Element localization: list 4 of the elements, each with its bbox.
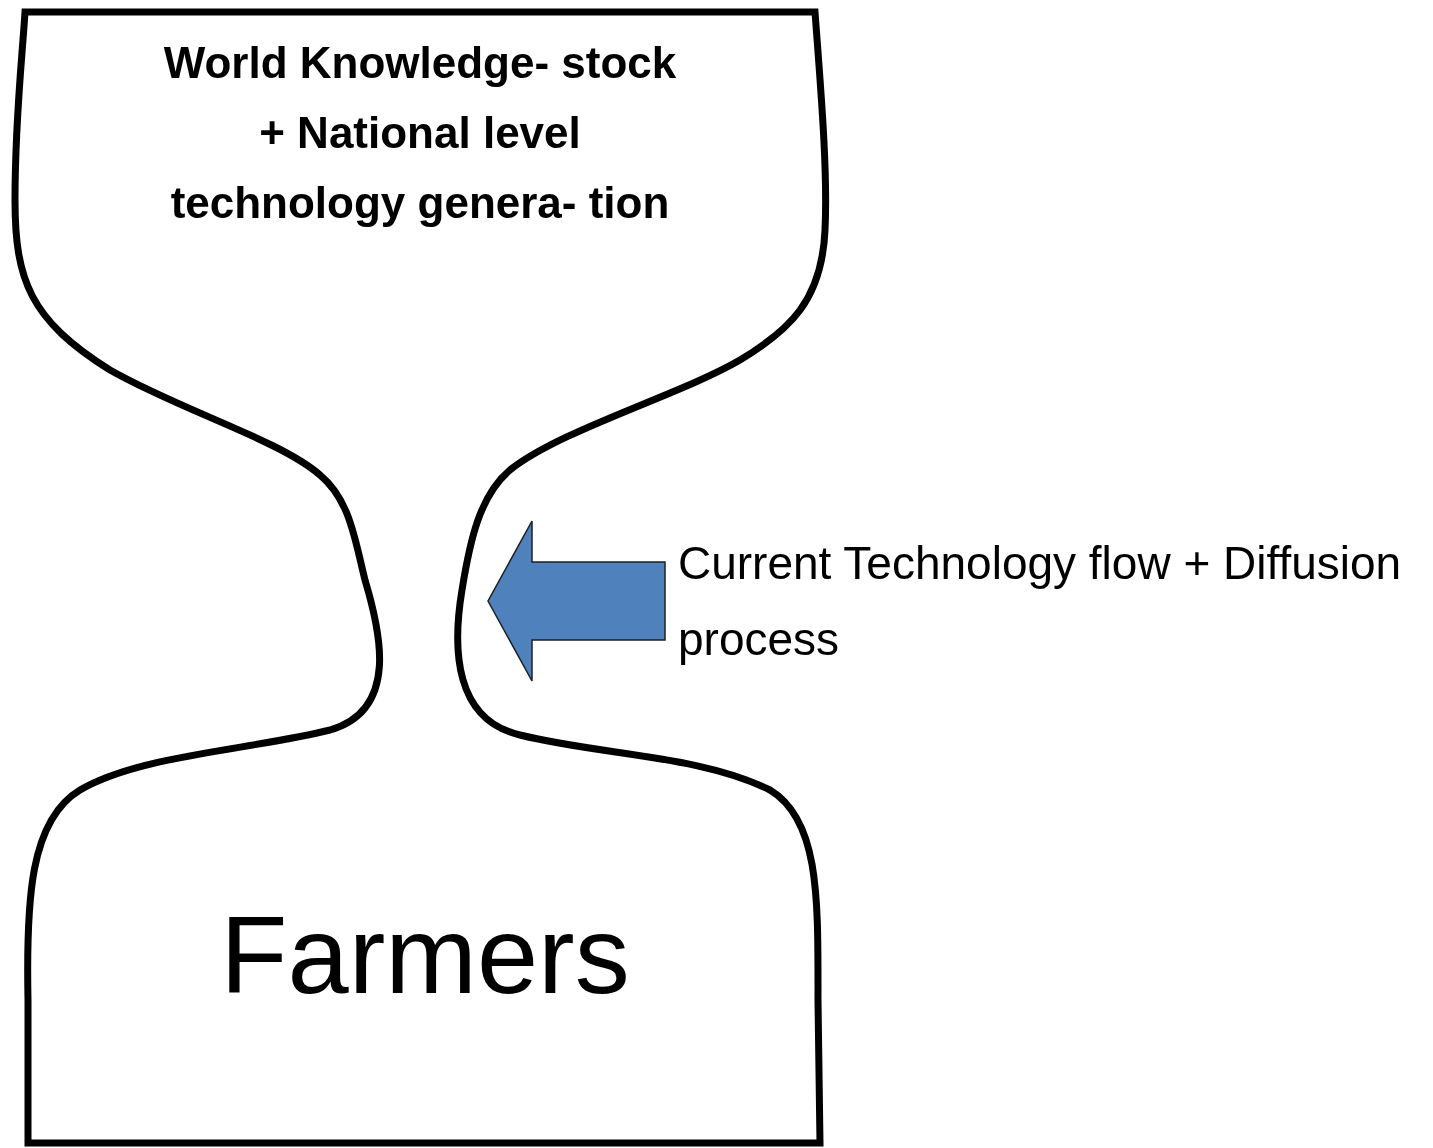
- top-text: World Knowledge- stock + National level technology genera- tion: [162, 37, 678, 229]
- flow-label: Current Technology flow + Diffusion process: [678, 536, 1403, 667]
- bottom-text: Farmers: [219, 892, 631, 1018]
- block-arrow: [487, 520, 666, 682]
